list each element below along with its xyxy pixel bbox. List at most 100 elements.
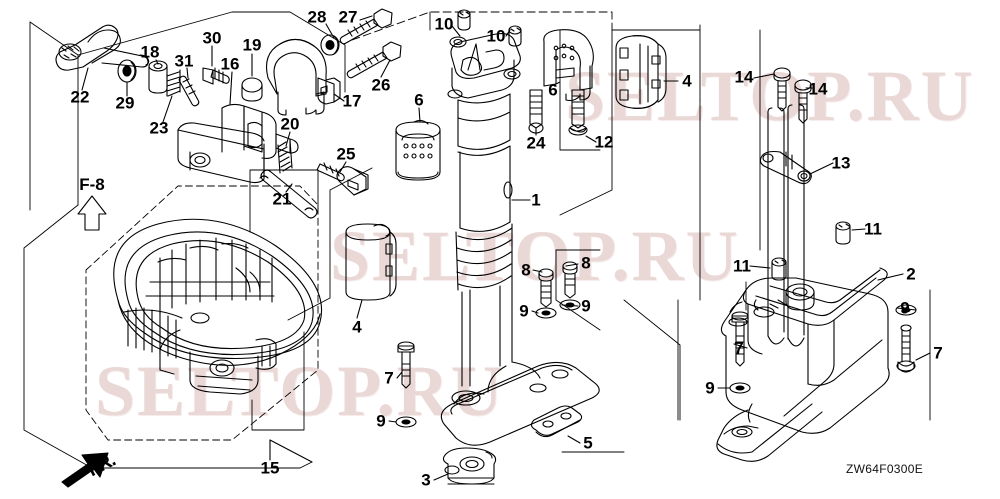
group-outline-center: [430, 12, 612, 215]
callout-15[interactable]: 15: [260, 458, 280, 478]
part-27-bolt: [340, 9, 392, 44]
callout-7[interactable]: 7: [933, 343, 943, 363]
callout-18[interactable]: 18: [140, 42, 160, 62]
part-14-screw-a: [774, 68, 790, 111]
group-outline-clamp: [560, 25, 700, 150]
section-arrow-f8: [78, 196, 106, 230]
callout-8[interactable]: 8: [521, 260, 531, 280]
callout-4[interactable]: 4: [682, 71, 692, 91]
callout-31[interactable]: 31: [174, 51, 194, 71]
part-19-clamp-bracket: [267, 39, 327, 115]
callout-9[interactable]: 9: [705, 378, 715, 398]
callout-7[interactable]: 7: [734, 338, 744, 358]
group-outline-mid: [252, 168, 372, 430]
callout-9[interactable]: 9: [581, 296, 591, 316]
callout-26[interactable]: 26: [371, 75, 391, 95]
part-28-washer: [321, 35, 339, 55]
part-25-lever: [317, 163, 368, 195]
callout-10[interactable]: 10: [486, 26, 506, 46]
part-14-screw-b: [795, 80, 811, 123]
part-4-bushing-lower: [346, 224, 396, 300]
part-4-bushing-upper: [616, 36, 666, 109]
callout-19[interactable]: 19: [242, 35, 262, 55]
callout-12[interactable]: 12: [594, 132, 614, 152]
callout-21[interactable]: 21: [272, 189, 292, 209]
callout-3[interactable]: 3: [421, 470, 431, 490]
diagram-code-label: ZW64F0300E: [846, 462, 924, 476]
part-11-collar-a: [836, 222, 850, 244]
callout-17[interactable]: 17: [342, 91, 362, 111]
callout-28[interactable]: 28: [307, 7, 327, 27]
part-8-bolt-a: [539, 269, 553, 307]
group-outline-lower-right: [678, 282, 930, 420]
part-1-drive-shaft-housing: [441, 34, 599, 446]
group-outline-undercase: [86, 186, 318, 440]
part-2-extension-case: [717, 268, 889, 461]
watermark-text: SELTOP.RU: [565, 56, 975, 136]
part-26-bolt: [347, 42, 401, 78]
callout-29[interactable]: 29: [115, 93, 135, 113]
part-9-washer-a: [536, 308, 556, 318]
part-9-washer-right-left: [730, 383, 750, 393]
callout-8[interactable]: 8: [581, 253, 591, 273]
part-7-bolt-right-right: [897, 325, 915, 372]
part-17-clamp: [318, 78, 340, 104]
part-7-bolt-center: [398, 342, 414, 388]
callout-11[interactable]: 11: [864, 219, 882, 239]
part-6-rubber-mount-left: [396, 120, 440, 180]
callout-27[interactable]: 27: [338, 7, 358, 27]
group-outline-lower-center: [556, 250, 680, 452]
watermark-text: SELTOP.RU: [330, 216, 740, 296]
part-23-spring: [167, 70, 180, 96]
callout-9[interactable]: 9: [519, 301, 529, 321]
callout-5[interactable]: 5: [583, 433, 593, 453]
part-9-washer-center: [396, 417, 416, 427]
part-31-pin: [179, 76, 199, 106]
part-22-lever: [56, 25, 149, 70]
callout-23[interactable]: 23: [149, 118, 169, 138]
callout-25[interactable]: 25: [336, 144, 356, 164]
callout-14[interactable]: 14: [734, 67, 754, 87]
part-18-bushing: [149, 61, 167, 93]
part-15-under-case: [114, 219, 322, 394]
section-reference-label: F-8: [79, 175, 105, 194]
callout-6[interactable]: 6: [414, 90, 424, 110]
callout-6[interactable]: 6: [548, 80, 558, 100]
part-24-bolt: [529, 90, 543, 133]
callout-22[interactable]: 22: [70, 87, 90, 107]
part-3-water-pump-base: [443, 448, 495, 484]
callout-9[interactable]: 9: [900, 298, 910, 318]
part-1-bellows: [456, 224, 512, 290]
callout-1[interactable]: 1: [531, 190, 541, 210]
callout-4[interactable]: 4: [352, 317, 362, 337]
callout-7[interactable]: 7: [384, 368, 394, 388]
part-20-spring: [276, 140, 292, 173]
part-13-shift-rod: [760, 105, 811, 346]
part-30-bolt: [203, 68, 229, 84]
part-21-shaft-pin: [260, 170, 317, 218]
group-outline-center-top: [352, 12, 612, 40]
front-direction-arrow: [62, 453, 108, 487]
callout-10[interactable]: 10: [434, 14, 454, 34]
callout-14[interactable]: 14: [808, 79, 828, 99]
part-8-bolt-b: [563, 262, 577, 298]
part-7-bolt-right-left: [732, 312, 748, 366]
group-outline-rod: [700, 30, 760, 300]
callout-24[interactable]: 24: [526, 133, 546, 153]
callout-16[interactable]: 16: [220, 54, 240, 74]
callout-9[interactable]: 9: [376, 411, 386, 431]
part-29-washer: [118, 60, 136, 82]
callout-30[interactable]: 30: [202, 28, 222, 48]
part-12-bolt: [569, 90, 587, 135]
group-outline-upper-left: [30, 12, 345, 210]
callout-20[interactable]: 20: [280, 114, 300, 134]
watermark-text: SELTOP.RU: [95, 351, 505, 431]
callout-13[interactable]: 13: [831, 153, 851, 173]
part-10-grommet-b: [509, 26, 521, 46]
part-6-rubber-mount-right: [544, 30, 594, 101]
callout-2[interactable]: 2: [906, 264, 916, 284]
part-10-grommet-a: [458, 10, 470, 30]
callout-11[interactable]: 11: [733, 256, 751, 276]
